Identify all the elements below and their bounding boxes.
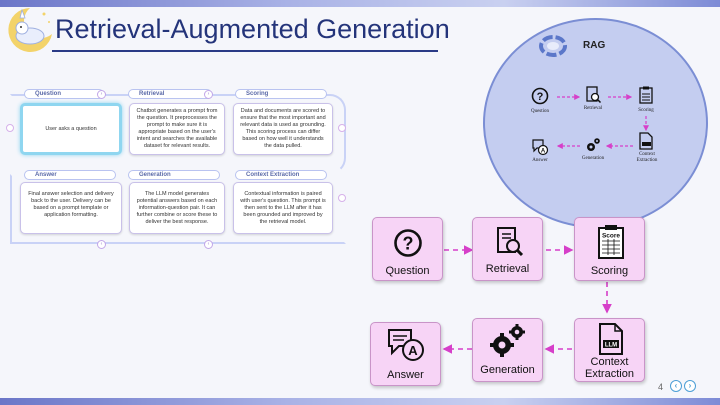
step-card-scoring: Data and documents are scored to ensure … [233,103,333,155]
mini-generation-icon [587,138,600,151]
top-decor-bar [0,0,720,7]
flow-node-answer: A Answer [370,322,441,386]
flow-label-context-extraction: Context Extraction [585,356,634,380]
flow-node-scoring: Score Scoring [574,217,645,281]
svg-text:A: A [541,149,546,155]
step-card-question: User asks a question [20,103,122,155]
next-slide-button[interactable]: › [684,380,696,392]
gears-icon [490,324,525,357]
rag-mini-arrows [556,94,649,149]
mini-label-answer: Answer [532,158,548,163]
step-marker-left [6,124,14,132]
question-icon: ? [394,229,422,257]
flow-node-generation: Generation [472,318,543,382]
step-marker-1: › [97,90,106,99]
mini-label-question: Question [530,109,550,114]
step-text-answer: Final answer selection and delivery back… [28,191,114,218]
document-search-icon [497,227,524,257]
mini-label-scoring: Scoring [638,108,654,113]
step-marker-6: ‹ [204,240,213,249]
mini-label-context-extraction: Context Extraction [636,152,658,163]
step-label-scoring: Scoring [235,89,327,99]
step-card-retrieval: Chatbot generates a prompt from the ques… [129,103,225,155]
step-text-generation: The LLM model generates potential answer… [136,191,218,225]
flow-label-generation: Generation [480,364,535,376]
title-underline [52,50,438,52]
mini-label-retrieval: Retrieval [583,106,603,111]
main-flow-arrows [442,245,612,354]
step-marker-2: › [204,90,213,99]
mini-retrieval-icon [586,86,602,104]
rag-title: RAG [583,40,606,51]
mini-context-icon [639,132,653,150]
step-text-question: User asks a question [45,125,97,132]
svg-text:?: ? [537,91,544,103]
flow-label-scoring: Scoring [590,265,629,277]
page-number: 4 [658,382,664,392]
flow-node-question: ? Question [372,217,443,281]
previous-slide-button[interactable]: ‹ [670,380,682,392]
score-clipboard-icon: Score [598,225,624,259]
mini-scoring-icon [639,86,653,104]
flow-node-context-extraction: LLM Context Extraction [574,318,645,382]
step-text-retrieval: Chatbot generates a prompt from the ques… [136,108,218,149]
step-card-answer: Final answer selection and delivery back… [20,182,122,234]
flow-connector-bottom [10,174,346,244]
rag-ring-logo [539,35,567,57]
rag-circle-panel [483,18,708,228]
step-label-retrieval: Retrieval [128,89,212,99]
step-label-question: Question [24,89,104,99]
svg-text:Score: Score [602,233,620,240]
mini-question-icon: ? [531,87,549,105]
step-text-context-extraction: Contextual information is paired with us… [240,191,326,225]
mini-answer-icon: A [532,139,549,156]
bottom-decor-bar [0,398,720,405]
step-marker-3 [338,124,346,132]
step-marker-4 [338,194,346,202]
flow-label-retrieval: Retrieval [485,263,530,275]
step-text-scoring: Data and documents are scored to ensure … [240,108,326,149]
llm-document-icon: LLM [599,323,623,355]
svg-text:?: ? [403,234,414,254]
chat-answer-icon: A [388,329,424,361]
step-label-context-extraction: Context Extraction [235,170,327,180]
svg-text:LLM: LLM [605,343,617,349]
mini-label-generation: Generation [581,156,605,161]
step-label-generation: Generation [128,170,220,180]
flow-label-question: Question [385,265,430,277]
svg-text:A: A [408,343,418,358]
flow-node-retrieval: Retrieval [472,217,543,281]
slide-title: Retrieval-Augmented Generation [55,14,450,44]
step-card-context-extraction: Contextual information is paired with us… [233,182,333,234]
flow-label-answer: Answer [387,369,424,381]
step-card-generation: The LLM model generates potential answer… [129,182,225,234]
step-marker-5: ‹ [97,240,106,249]
step-label-answer: Answer [24,170,116,180]
moon-mascot-logo [8,8,52,52]
